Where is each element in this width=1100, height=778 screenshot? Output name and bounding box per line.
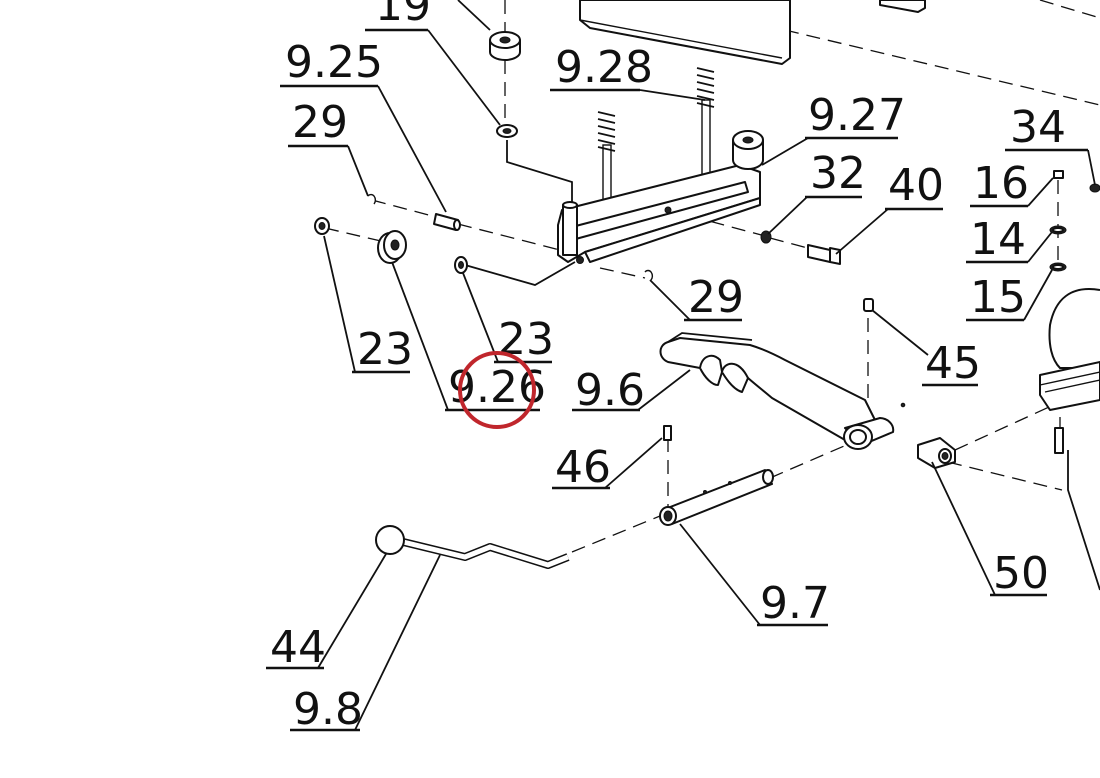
callout-16: 16 [973, 158, 1029, 209]
clip-29-upper [367, 193, 377, 205]
callout-29-lower: 29 [688, 272, 744, 323]
leader-lines [317, 0, 1096, 731]
crank-handle-9-8 [375, 525, 570, 569]
lever-arm-9-6 [659, 332, 895, 450]
assembly-axes [324, 0, 1100, 553]
washer-19 [496, 124, 518, 138]
callout-19: 19 [375, 0, 431, 31]
callout-40: 40 [888, 160, 944, 211]
callout-34: 34 [1010, 102, 1066, 153]
washer-23-right [454, 256, 468, 274]
roller-9-26 [377, 230, 407, 264]
callout-23-left: 23 [357, 324, 413, 375]
shaft-9-7 [659, 469, 774, 526]
washer-23-left [314, 217, 330, 235]
bushing-19 [489, 31, 521, 61]
callout-44: 44 [270, 622, 326, 673]
callout-9-25: 9.25 [285, 37, 383, 88]
callout-15: 15 [970, 272, 1026, 323]
housing-right [1039, 288, 1100, 591]
callout-32: 32 [810, 148, 866, 199]
callout-9-8: 9.8 [293, 684, 363, 735]
bolt-40 [807, 244, 841, 265]
callout-9-28: 9.28 [555, 42, 653, 93]
pin-9-25 [433, 213, 461, 231]
lever-frame-9-27 [557, 130, 764, 264]
callout-9-7: 9.7 [760, 578, 830, 629]
top-bracket-part [579, 0, 926, 65]
callout-50: 50 [993, 548, 1049, 599]
fastener-stack-16-14-15 [1049, 170, 1067, 272]
callout-23-right: 23 [498, 314, 554, 365]
callout-29-upper: 29 [292, 97, 348, 148]
point-mark [900, 402, 906, 408]
callout-9-6: 9.6 [575, 365, 645, 416]
connector-lines [464, 140, 576, 286]
callout-14: 14 [970, 214, 1026, 265]
callout-labels: 19 9.25 29 9.28 9.27 34 32 40 16 14 15 2… [266, 0, 1088, 735]
nut-34 [1089, 183, 1100, 193]
pin-46 [663, 425, 672, 441]
callout-45: 45 [925, 338, 981, 389]
highlight-circle [458, 351, 536, 429]
callout-46: 46 [555, 442, 611, 493]
pin-45 [863, 298, 874, 312]
callout-9-27: 9.27 [808, 90, 906, 141]
clip-29-lower [644, 269, 654, 281]
block-50 [917, 437, 956, 469]
